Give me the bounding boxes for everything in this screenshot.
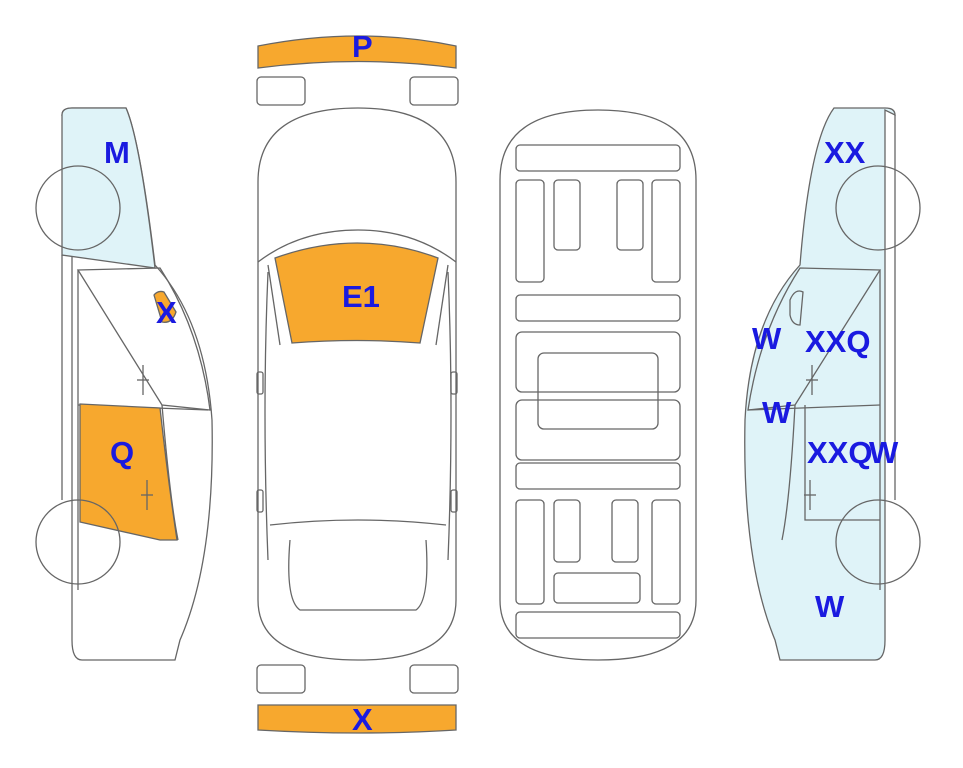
label-left-mirror: X: [156, 295, 177, 330]
rear-left-taillight: [256, 664, 306, 694]
top-view-body: [257, 107, 457, 661]
left-rear-wheel: [35, 499, 121, 585]
label-rear-bumper: X: [352, 702, 373, 737]
label-right-sill-front: W: [762, 395, 792, 430]
left-rear-door[interactable]: [79, 403, 178, 541]
front-right-headlight: [409, 76, 459, 106]
right-mirror-area: [789, 290, 804, 326]
front-bumper[interactable]: [257, 35, 457, 69]
left-front-fender[interactable]: [61, 107, 156, 269]
right-rear-wheel: [835, 165, 921, 251]
windshield[interactable]: [274, 242, 439, 344]
label-right-front-door: XXQ: [807, 435, 872, 470]
label-right-front-fender: W: [815, 589, 845, 624]
floor-view-body: [499, 109, 697, 661]
label-right-rear-quarter: XX: [824, 135, 866, 170]
rear-right-taillight: [409, 664, 459, 694]
label-right-rear-door: XXQ: [805, 324, 870, 359]
left-front-wheel: [35, 165, 121, 251]
right-side-body[interactable]: [744, 107, 896, 661]
front-left-headlight: [256, 76, 306, 106]
label-right-front-door-edge: W: [869, 435, 899, 470]
rear-bumper[interactable]: [257, 704, 457, 734]
right-front-wheel: [835, 499, 921, 585]
label-left-rear-door: Q: [110, 435, 134, 470]
label-windshield: E1: [342, 279, 380, 314]
label-left-fender: M: [104, 135, 130, 170]
label-right-mirror: W: [752, 321, 782, 356]
left-mirror[interactable]: [153, 290, 177, 323]
label-front-bumper: P: [352, 29, 373, 64]
